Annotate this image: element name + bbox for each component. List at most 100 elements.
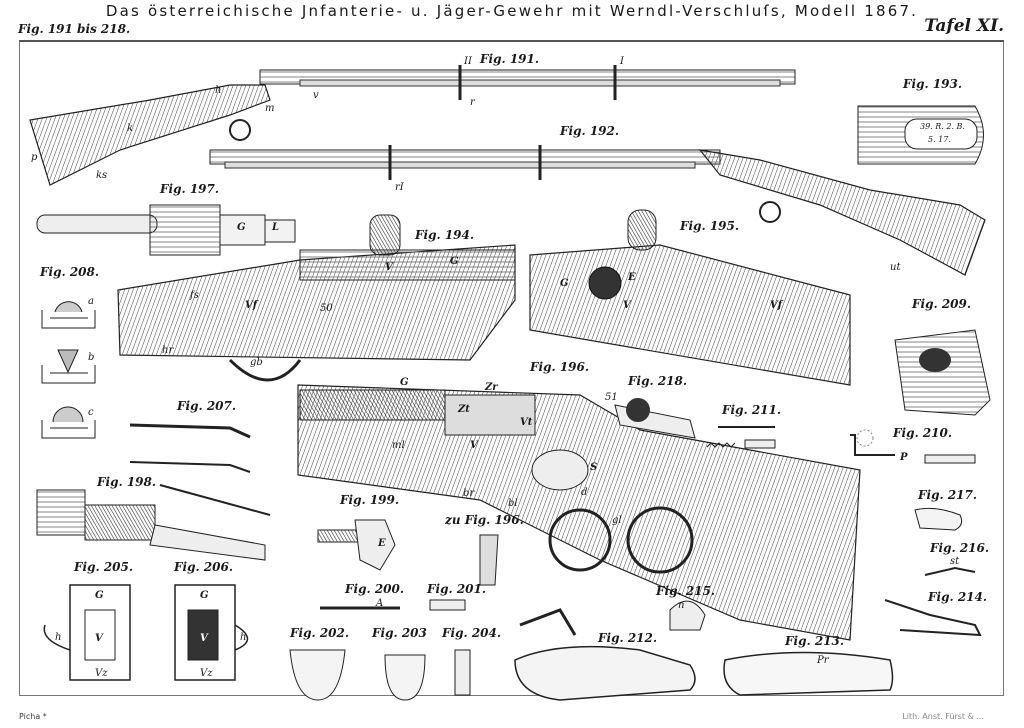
caption-fig-217: Fig. 217.: [918, 488, 978, 502]
caption-fig-198: Fig. 198.: [97, 475, 157, 489]
label-n: n: [678, 600, 685, 611]
caption-fig-202: Fig. 202.: [290, 626, 350, 640]
label-b: b: [88, 352, 95, 363]
figure-range: Fig. 191 bis 218.: [18, 22, 131, 36]
fig-210-parts: [850, 429, 976, 464]
caption-fig-211: Fig. 211.: [722, 403, 782, 417]
label-G-206: G: [200, 590, 209, 601]
label-I: I: [620, 56, 624, 67]
caption-fig-216: Fig. 216.: [930, 541, 990, 555]
fig-204-part: [454, 649, 471, 696]
label-V-206: V: [200, 633, 208, 644]
plate-title: Das österreichische Jnfanterie- u. Jäger…: [105, 2, 919, 20]
label-gb: gb: [250, 357, 263, 368]
fig-211-parts: [706, 426, 776, 449]
label-st: st: [950, 556, 960, 567]
label-II: II: [464, 56, 472, 67]
label-h: h: [215, 85, 222, 96]
label-ks: ks: [96, 170, 108, 181]
caption-fig-196: Fig. 196.: [530, 360, 590, 374]
fig-218-part: [614, 398, 696, 439]
fig-212-lockplate: [514, 608, 696, 701]
label-p: p: [31, 152, 38, 163]
label-bl: bl: [508, 498, 518, 509]
caption-fig-194: Fig. 194.: [415, 228, 475, 242]
frame-rule: [19, 40, 1004, 42]
fig-191-rifle: [29, 65, 796, 186]
caption-fig-214: Fig. 214.: [928, 590, 988, 604]
label-d: d: [581, 487, 588, 498]
label-Vz-205: Vz: [95, 668, 108, 679]
plate-number: Tafel XI.: [924, 16, 1004, 36]
label-G-197: G: [237, 222, 246, 233]
fig-203-part: [384, 654, 426, 701]
label-hr: hr: [162, 345, 174, 356]
fig-216-part: [924, 566, 976, 576]
fig-214-spring: [884, 599, 982, 637]
fig-207-spring: [129, 423, 251, 473]
caption-zu-fig-196: zu Fig. 196.: [445, 513, 524, 527]
caption-fig-201: Fig. 201.: [427, 582, 487, 596]
fig-217-part: [914, 507, 963, 531]
caption-fig-191: Fig. 191.: [480, 52, 540, 66]
label-G-205: G: [95, 590, 104, 601]
label-br: br: [463, 488, 475, 499]
label-Zt: Zt: [458, 404, 470, 415]
caption-fig-209: Fig. 209.: [912, 297, 972, 311]
label-Vt: Vt: [520, 417, 533, 428]
caption-fig-192: Fig. 192.: [560, 124, 620, 138]
caption-fig-212: Fig. 212.: [598, 631, 658, 645]
fig-198-receiver-section: [36, 484, 271, 561]
label-50: 50: [320, 303, 333, 314]
label-51: 51: [605, 392, 618, 403]
label-Vz-206: Vz: [200, 668, 213, 679]
label-L: L: [272, 222, 280, 233]
fig-213-plate: [723, 651, 894, 696]
label-V-195: V: [623, 300, 631, 311]
fig-196-trigger: [479, 534, 499, 586]
caption-fig-206: Fig. 206.: [174, 560, 234, 574]
label-S: S: [590, 462, 598, 473]
label-r: r: [470, 97, 475, 108]
caption-fig-218: Fig. 218.: [628, 374, 688, 388]
caption-fig-200: Fig. 200.: [345, 582, 405, 596]
fig-205-part: [43, 584, 131, 681]
caption-fig-205: Fig. 205.: [74, 560, 134, 574]
label-E: E: [628, 272, 636, 283]
label-Vf-194: Vf: [245, 300, 258, 311]
fig-195-action-open: [529, 209, 851, 386]
stamp-193-top: 39. R. 2. B.: [920, 122, 965, 131]
caption-fig-207: Fig. 207.: [177, 399, 237, 413]
fig-208-sections: [41, 301, 96, 439]
caption-fig-199: Fig. 199.: [340, 493, 400, 507]
label-Zr: Zr: [485, 382, 498, 393]
caption-fig-193: Fig. 193.: [903, 77, 963, 91]
label-rI: rI: [395, 182, 404, 193]
label-A: A: [376, 598, 384, 609]
label-V-194: V: [385, 262, 393, 273]
label-c: c: [88, 407, 94, 418]
label-fs: fs: [190, 290, 199, 301]
fig-192-rifle: [209, 145, 986, 276]
fig-194-action: [117, 214, 516, 382]
fig-209-receiver: [894, 329, 991, 416]
label-G-194: G: [450, 256, 459, 267]
label-Pr: Pr: [817, 655, 829, 666]
fig-201-part: [429, 599, 466, 611]
label-G-195: G: [560, 278, 569, 289]
label-v: v: [313, 90, 319, 101]
label-h-205: h: [55, 632, 62, 643]
label-h-206: h: [240, 632, 247, 643]
imprint-artist: Picha *: [19, 712, 47, 721]
imprint-printer: Lith. Anst. Fürst & ...: [902, 712, 984, 721]
label-V-196: V: [470, 440, 478, 451]
label-G-196: G: [400, 377, 409, 388]
label-Vf-195: Vf: [770, 300, 783, 311]
fig-202-part: [289, 649, 346, 701]
caption-fig-213: Fig. 213.: [785, 634, 845, 648]
label-k: k: [127, 123, 134, 134]
caption-fig-210: Fig. 210.: [893, 426, 953, 440]
label-gl: gl: [612, 515, 622, 526]
label-V-205: V: [95, 633, 103, 644]
